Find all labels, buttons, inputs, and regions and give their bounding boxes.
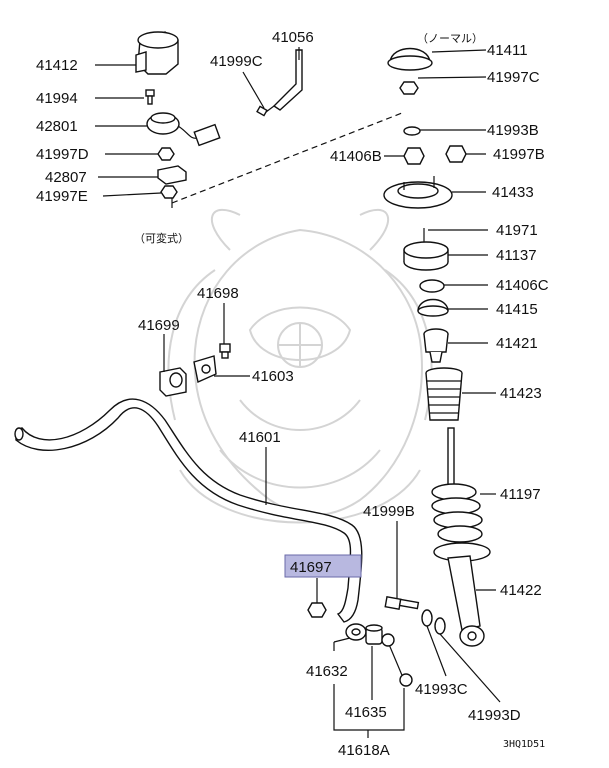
part-41632-bushing: [345, 623, 367, 641]
part-41993B-washer: [403, 126, 421, 136]
part-41635-collar: [365, 624, 383, 645]
part-41999C-bolt: [256, 105, 275, 117]
part-41993C-washer: [421, 609, 433, 627]
part-42807-bracket: [157, 165, 187, 185]
label-41999C[interactable]: 41999C: [210, 53, 263, 70]
normal-note: （ノーマル）: [417, 32, 483, 45]
leader-41411: [431, 49, 487, 53]
label-41412[interactable]: 41412: [36, 57, 78, 74]
label-41406B[interactable]: 41406B: [330, 148, 382, 165]
label-41632[interactable]: 41632: [306, 663, 348, 680]
label-41433[interactable]: 41433: [492, 184, 534, 201]
label-41697[interactable]: 41697: [290, 559, 332, 576]
label-41421[interactable]: 41421: [496, 335, 538, 352]
part-41997E-nut: [160, 185, 178, 199]
label-42807[interactable]: 42807: [45, 169, 87, 186]
label-41603[interactable]: 41603: [252, 368, 294, 385]
label-41601[interactable]: 41601: [239, 429, 281, 446]
label-41137[interactable]: 41137: [496, 247, 537, 264]
highlight-41697: [284, 554, 362, 578]
label-41993C[interactable]: 41993C: [415, 681, 468, 698]
part-41997B-nut: [445, 145, 467, 163]
label-41699[interactable]: 41699: [138, 317, 180, 334]
label-41618A[interactable]: 41618A: [338, 742, 390, 759]
label-41698[interactable]: 41698: [197, 285, 239, 302]
label-41971[interactable]: 41971: [496, 222, 538, 239]
label-41411[interactable]: 41411: [487, 42, 528, 59]
part-41415: [417, 298, 449, 317]
part-41697-nut: [307, 602, 327, 618]
leader-41997C-top: [417, 76, 487, 79]
diagram-code: 3HQ1D51: [503, 739, 545, 750]
label-41997E[interactable]: 41997E: [36, 188, 88, 205]
leader-41993D: [439, 633, 501, 703]
label-41993B[interactable]: 41993B: [487, 122, 539, 139]
part-41423-dust-boot: [425, 367, 463, 421]
part-41993D-washer: [434, 617, 446, 635]
part-shock-rod: [447, 427, 455, 489]
part-41994-bolt: [145, 89, 155, 105]
leader-41997E: [102, 192, 162, 197]
label-41406C[interactable]: 41406C: [496, 277, 549, 294]
part-41406C: [419, 279, 445, 293]
part-41411-cap: [387, 47, 433, 71]
label-41423[interactable]: 41423: [500, 385, 542, 402]
part-41699-bushing: [159, 367, 187, 397]
label-41422[interactable]: 41422: [500, 582, 542, 599]
label-41056[interactable]: 41056: [272, 29, 314, 46]
part-41601-stabilizer-bar: [14, 398, 363, 623]
leader-41999C: [242, 71, 265, 109]
dashed-assembly-line: [171, 112, 403, 204]
part-41412-cover: [135, 31, 179, 75]
part-41698-bolt: [219, 343, 231, 359]
part-41618A-link: [381, 633, 413, 687]
label-41993D[interactable]: 41993D: [468, 707, 521, 724]
leader-41632: [333, 637, 351, 643]
label-41997C-top[interactable]: 41997C: [487, 69, 540, 86]
part-41421-bump-stop: [423, 328, 449, 363]
part-41433-strut-mount: [383, 176, 453, 209]
part-41422-shock-absorber: [433, 542, 491, 647]
part-41997C-nut-top: [399, 81, 419, 95]
label-41999B[interactable]: 41999B: [363, 503, 415, 520]
part-41406B-nut: [403, 147, 425, 165]
leader-41993C: [426, 625, 447, 677]
label-42801[interactable]: 42801: [36, 118, 78, 135]
part-41997D-nut: [157, 147, 175, 161]
label-41635[interactable]: 41635: [345, 704, 387, 721]
part-41999B-bolt: [384, 596, 420, 610]
variable-note: （可変式）: [134, 231, 189, 245]
part-41603-bracket: [193, 355, 217, 383]
label-41197[interactable]: 41197: [500, 486, 541, 503]
leader-41618A-bracket: [333, 684, 405, 731]
label-41997D[interactable]: 41997D: [36, 146, 89, 163]
label-41997B[interactable]: 41997B: [493, 146, 545, 163]
part-41056-bracket: [272, 49, 303, 111]
part-41197-coil-spring: [431, 483, 483, 543]
label-41994[interactable]: 41994: [36, 90, 78, 107]
label-41415[interactable]: 41415: [496, 301, 538, 318]
part-42801-actuator: [146, 112, 221, 147]
part-41137-spring-seat: [403, 241, 449, 271]
